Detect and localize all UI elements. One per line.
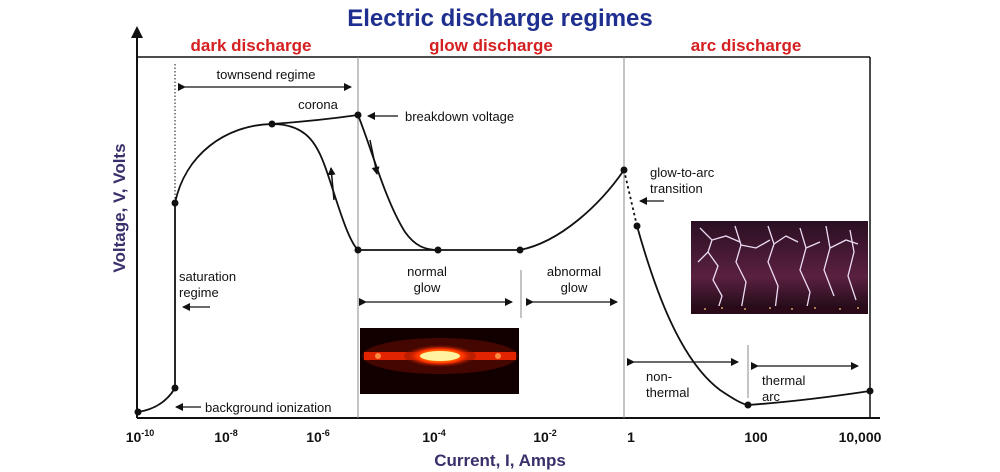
x-tick-label: 10-10: [126, 428, 155, 445]
breakdown-voltage-label: breakdown voltage: [405, 109, 514, 124]
glow-to-arc-dotted-line: [623, 169, 638, 227]
curve-point: [516, 246, 524, 254]
up-curve-arrow-icon: [327, 167, 336, 201]
arc-discharge-curve: [636, 225, 871, 406]
thermal-arc-label-line1: thermal: [762, 373, 805, 388]
x-tick-label: 10-6: [306, 428, 330, 445]
curve-points: [134, 111, 874, 416]
curve-point: [744, 401, 752, 409]
x-tick-label: 1: [627, 429, 635, 445]
curve-point: [268, 120, 276, 128]
lightning-image: [691, 221, 868, 314]
diagram-title: Electric discharge regimes: [347, 5, 652, 32]
glow-return-curve: [271, 123, 625, 251]
normal-glow-label-line2: glow: [414, 280, 441, 295]
curve-point: [434, 246, 442, 254]
background-ionization-label: background ionization: [205, 400, 331, 415]
curve-point: [633, 222, 641, 230]
abnormal-glow-label-line2: glow: [561, 280, 588, 295]
x-tick-label: 10-8: [214, 428, 238, 445]
curve-point: [620, 166, 628, 174]
normal-glow-label-line1: normal: [407, 264, 447, 279]
townsend-regime-label: townsend regime: [217, 67, 316, 82]
arc-discharge-label: arc discharge: [691, 36, 802, 55]
x-tick-label: 10,000: [839, 429, 882, 445]
non-thermal-label-line1: non-: [646, 369, 672, 384]
non-thermal-label-line2: thermal: [646, 385, 689, 400]
curve-point: [171, 199, 179, 207]
curve-point: [354, 111, 362, 119]
x-tick-label: 10-4: [422, 428, 446, 445]
x-tick-label: 10-2: [533, 428, 557, 445]
saturation-label-line2: regime: [179, 285, 219, 300]
curve-point: [171, 384, 179, 392]
y-axis-title: Voltage, V, Volts: [110, 143, 129, 272]
curve-point: [354, 246, 362, 254]
abnormal-glow-label-line1: abnormal: [547, 264, 601, 279]
x-tick-label: 100: [744, 429, 768, 445]
glow-discharge-label: glow discharge: [429, 36, 553, 55]
glow-to-arc-label-line2: transition: [650, 181, 703, 196]
dark-discharge-curve: [137, 114, 359, 413]
down-curve-arrow-icon: [369, 139, 380, 175]
curve-point: [866, 387, 874, 395]
curve-point: [134, 408, 142, 416]
x-tick-labels: 10-10 10-8 10-6 10-4 10-2 1 100 10,000: [126, 428, 882, 445]
breakdown-descent-curve: [357, 114, 439, 251]
dark-discharge-label: dark discharge: [191, 36, 312, 55]
glow-to-arc-label-line1: glow-to-arc: [650, 165, 715, 180]
glow-tube-image: [360, 328, 519, 394]
corona-label: corona: [298, 97, 339, 112]
thermal-arc-label-line2: arc: [762, 389, 781, 404]
y-axis-arrow-icon: [131, 26, 143, 38]
saturation-label-line1: saturation: [179, 269, 236, 284]
x-axis-title: Current, I, Amps: [434, 451, 566, 470]
